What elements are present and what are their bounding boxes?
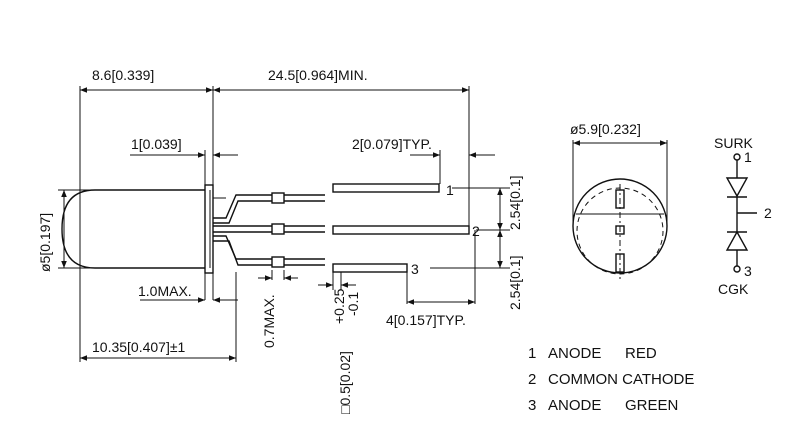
dim-lead-typ: 4[0.157]TYP. xyxy=(386,312,466,328)
dim-body-length: 8.6[0.339] xyxy=(92,67,154,83)
pin-number-1: 1 xyxy=(446,182,454,198)
pin-number-3: 3 xyxy=(411,261,419,277)
legend-num-1: 1 xyxy=(528,345,536,362)
legend-name-2: COMMON CATHODE xyxy=(548,371,694,388)
schematic-pin-3: 3 xyxy=(744,263,752,279)
schematic-pin-2: 2 xyxy=(764,205,772,221)
schematic: SURK 1 2 3 CGK xyxy=(714,135,772,297)
dim-lead-pitch: 2[0.079]TYP. xyxy=(352,136,432,152)
dim-lead-square: □0.5[0.02] xyxy=(337,351,353,414)
dim-body-diameter: ø5[0.197] xyxy=(37,213,53,272)
legend-num-2: 2 xyxy=(528,371,536,388)
legend-color-3: GREEN xyxy=(625,397,678,414)
dim-flange-max: 1.0MAX. xyxy=(138,283,192,299)
dim-spacing-lower: 2.54[0.1] xyxy=(507,256,523,311)
pin-legend: 1 ANODE RED 2 COMMON CATHODE 3 ANODE GRE… xyxy=(528,345,694,414)
legend-color-1: RED xyxy=(625,345,657,362)
legend-name-1: ANODE xyxy=(548,345,601,362)
lead-2 xyxy=(213,223,470,235)
end-view: ø5.9[0.232] xyxy=(570,121,668,280)
pin-number-2: 2 xyxy=(472,223,480,239)
led-dome xyxy=(61,189,205,269)
side-view: 1 2 3 8.6[0.339] 24.5[0.964]MIN. 1[0.039… xyxy=(37,67,523,414)
dim-flange: 1[0.039] xyxy=(131,136,182,152)
legend-name-3: ANODE xyxy=(548,397,601,414)
dim-lead-tolerance-plus: +0.25 xyxy=(331,288,347,324)
schematic-top-label: SURK xyxy=(714,135,754,151)
lead-1 xyxy=(213,183,440,224)
dim-lead-offset: 0.7MAX. xyxy=(261,294,277,348)
schematic-pin-1: 1 xyxy=(744,149,752,165)
lead-3 xyxy=(213,235,408,273)
dim-flange-diameter: ø5.9[0.232] xyxy=(570,121,641,137)
led-flange xyxy=(204,184,214,274)
legend-num-3: 3 xyxy=(528,397,536,414)
dim-lead-length: 24.5[0.964]MIN. xyxy=(268,67,368,83)
diode-red-icon xyxy=(725,177,749,198)
dim-overall-length: 10.35[0.407]±1 xyxy=(92,339,186,355)
diode-green-icon xyxy=(725,230,749,251)
dim-lead-tolerance-minus: -0.1 xyxy=(345,292,361,316)
dim-spacing-upper: 2.54[0.1] xyxy=(507,176,523,231)
schematic-bottom-label: CGK xyxy=(718,281,749,297)
